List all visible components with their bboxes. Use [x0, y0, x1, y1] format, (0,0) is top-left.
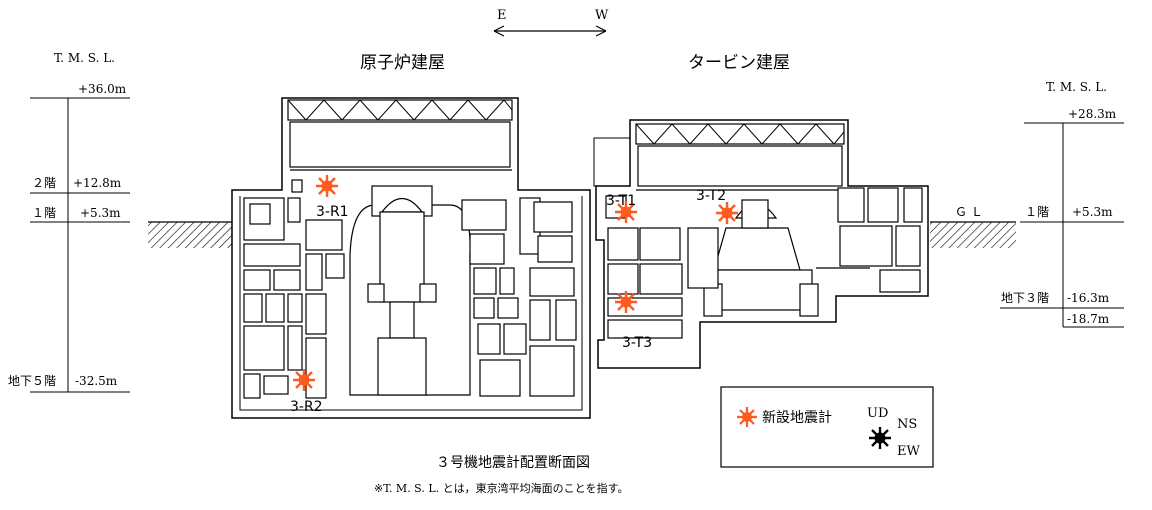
sensor-label-3-R1: 3-R1: [316, 204, 349, 220]
right-floor-b3-label: 地下３階: [1001, 290, 1049, 305]
right-floor-1f-label: １階: [1025, 204, 1049, 219]
figure-title: ３号機地震計配置断面図: [436, 455, 590, 471]
left-floor-2f-label: ２階: [32, 175, 56, 190]
sensor-3-T3[interactable]: 3-T3: [615, 291, 652, 351]
left-scale-header: T. M. S. L.: [54, 51, 115, 65]
legend-box: 新設地震計 UD NS EW: [720, 386, 934, 468]
left-floor-2f-value: +12.8m: [73, 176, 122, 190]
right-elevation-scale: T. M. S. L. +28.3m Ｇ Ｌ １階 +5.3m 地下３階 -16…: [955, 80, 1124, 328]
arrow-left-icon: [493, 25, 505, 37]
right-gl-label: Ｇ Ｌ: [955, 205, 983, 219]
left-floor-b5-value: -32.5m: [75, 374, 118, 388]
right-floor-b3-value: -16.3m: [1067, 291, 1110, 305]
figure-note: ※T. M. S. L. とは，東京湾平均海面のことを指す。: [374, 481, 629, 495]
new-seismometer-icon: [737, 407, 757, 427]
sensor-3-R1[interactable]: 3-R1: [316, 175, 349, 220]
legend-ud-label: UD: [867, 406, 888, 421]
seismometer-icon: [716, 202, 738, 224]
ground-hatching: [148, 221, 1016, 248]
reactor-building: [231, 97, 591, 419]
legend-ns-label: NS: [897, 417, 917, 432]
sensor-label-3-T3: 3-T3: [622, 335, 652, 351]
seismometer-icon: [293, 369, 315, 391]
arrow-right-icon: [595, 25, 607, 37]
right-floor-1f-value: +5.3m: [1072, 205, 1113, 219]
left-elevation-scale: T. M. S. L. +36.0m ２階 +12.8m １階 +5.3m 地下…: [8, 51, 130, 393]
right-scale-bottom-value: -18.7m: [1067, 312, 1110, 326]
seismometer-icon: [615, 291, 637, 313]
direction-indicator: E W: [493, 8, 609, 37]
direction-west-label: W: [595, 8, 609, 23]
sensor-label-3-T2: 3-T2: [696, 188, 726, 204]
sensor-label-3-R2: 3-R2: [290, 399, 323, 415]
left-floor-b5-label: 地下５階: [8, 373, 56, 388]
direction-east-label: E: [497, 8, 507, 23]
right-scale-top-value: +28.3m: [1068, 107, 1117, 121]
left-floor-1f-value: +5.3m: [80, 206, 121, 220]
sensor-3-R2[interactable]: 3-R2: [290, 369, 323, 415]
legend-new-seismometer-label: 新設地震計: [762, 410, 832, 426]
sensor-3-T2[interactable]: 3-T2: [696, 188, 738, 224]
axis-orientation-icon: [869, 427, 891, 449]
left-scale-top-value: +36.0m: [78, 82, 127, 96]
sensor-label-3-T1: 3-T1: [606, 193, 636, 209]
sensor-3-T1[interactable]: 3-T1: [606, 193, 637, 223]
right-scale-header: T. M. S. L.: [1046, 80, 1107, 94]
reactor-building-title: 原子炉建屋: [360, 53, 445, 73]
left-floor-1f-label: １階: [32, 205, 56, 220]
seismometer-icon: [316, 175, 338, 197]
turbine-building: [593, 119, 929, 369]
turbine-building-title: タービン建屋: [688, 53, 790, 73]
seismometer-icon: [615, 201, 637, 223]
legend-ew-label: EW: [897, 444, 920, 459]
